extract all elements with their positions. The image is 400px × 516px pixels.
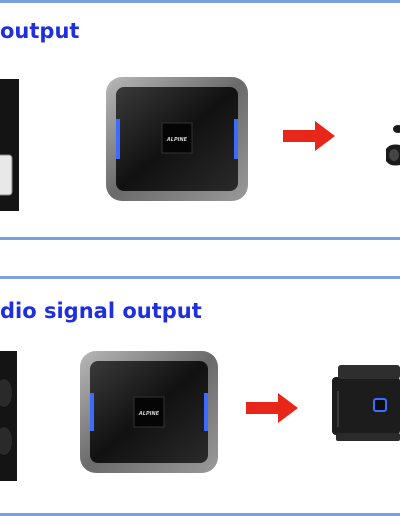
brand-logo: ALPINE (166, 137, 188, 143)
head-unit-icon (0, 79, 19, 211)
panel-heading: dio signal output (0, 299, 202, 323)
panel-output: output ALPINE (0, 0, 400, 240)
arrow-right-icon (246, 393, 298, 423)
processor-unit-icon: ALPINE (80, 351, 218, 473)
head-unit-icon (0, 351, 17, 481)
amplifier-icon (332, 365, 400, 441)
panel-heading: output (0, 19, 80, 43)
panel-audio-signal-output: dio signal output ALPINE (0, 276, 400, 516)
speaker-icon (386, 125, 400, 166)
arrow-right-icon (283, 121, 335, 151)
brand-logo: ALPINE (138, 411, 160, 417)
processor-unit-icon: ALPINE (106, 77, 248, 201)
